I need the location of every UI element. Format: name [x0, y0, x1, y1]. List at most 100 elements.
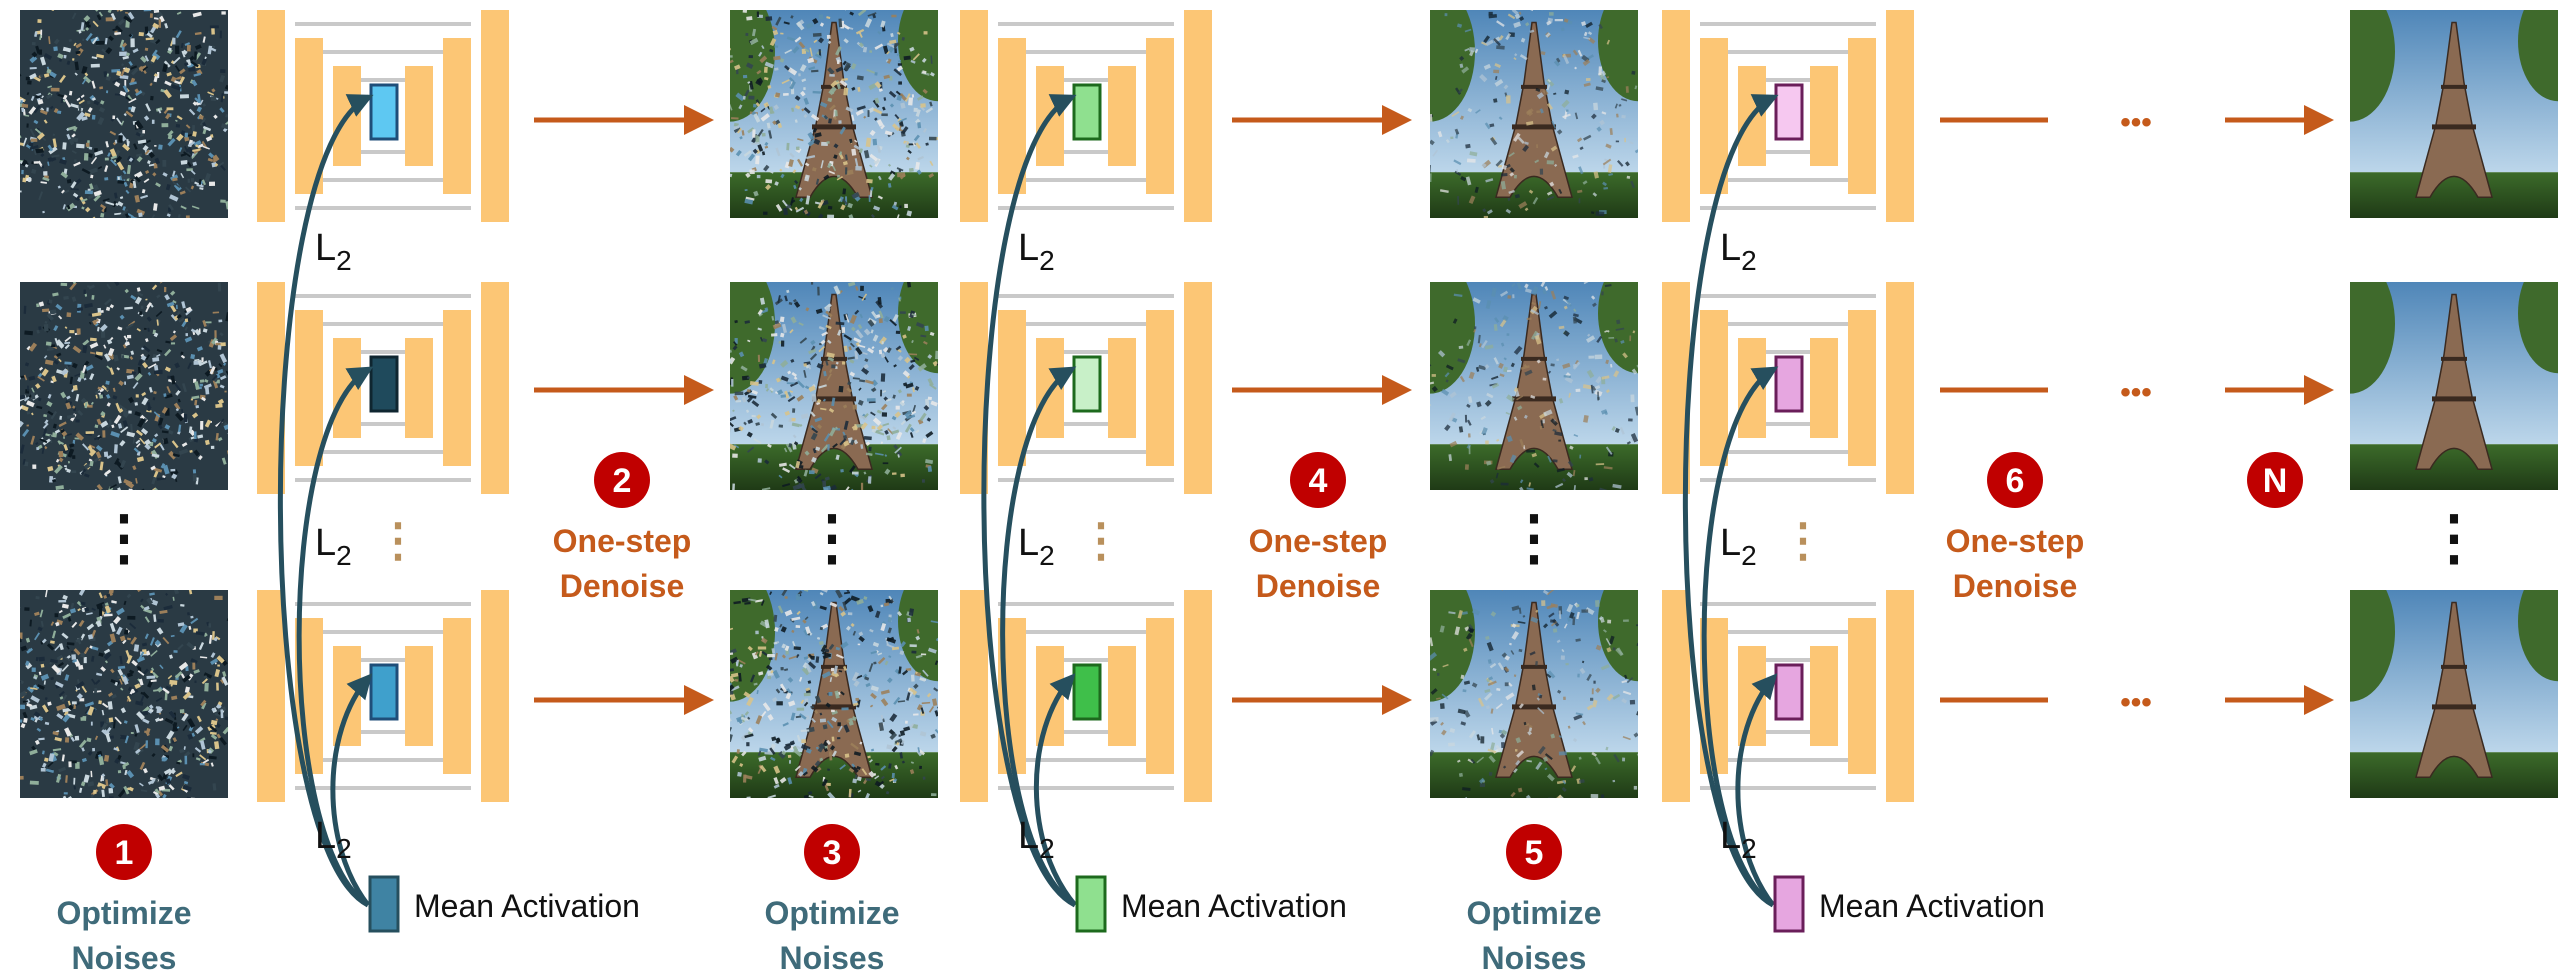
step-number: 3 — [823, 834, 842, 872]
unet-layer-block — [1848, 310, 1876, 466]
l2-label: L2 — [1720, 815, 1757, 864]
l2-loss-curve — [296, 366, 374, 908]
unet-layer-block — [1810, 338, 1838, 438]
eiffel-tower-icon — [2415, 601, 2493, 778]
ellipsis-horizontal: ••• — [2120, 376, 2152, 409]
image-clean-eiffel-bottom — [2350, 590, 2558, 798]
l2-loss-curve — [330, 673, 373, 907]
unet-layer-block — [1810, 66, 1838, 166]
eiffel-tower-icon — [795, 293, 873, 470]
activation-block — [1072, 355, 1102, 413]
unet-layer-block — [295, 310, 323, 466]
ellipsis-horizontal: ••• — [2120, 686, 2152, 719]
unet-layer-block — [443, 310, 471, 466]
mean-activation-label: Mean Activation — [1121, 888, 1347, 924]
step-label-line2: Denoise — [1256, 568, 1380, 604]
ellipsis-horizontal: ••• — [2120, 106, 2152, 139]
step-badge — [1506, 824, 1562, 880]
unet-3-middle — [1662, 282, 1914, 494]
step-number: 5 — [1525, 834, 1544, 872]
image-noisy-eiffel-1-top — [730, 10, 938, 218]
step-label-line2: Noises — [72, 940, 177, 971]
mean-activation-label: Mean Activation — [414, 888, 640, 924]
step-label-line2: Denoise — [1953, 568, 2077, 604]
step-label-line1: One-step — [553, 523, 692, 559]
unet-layer-block — [1886, 590, 1914, 802]
unet-layer-block — [257, 590, 285, 802]
unet-layer-block — [960, 10, 988, 222]
step-number: N — [2263, 462, 2288, 500]
image-noisy-eiffel-1-middle — [730, 282, 938, 490]
activation-block — [1072, 83, 1102, 141]
unet-layer-block — [960, 590, 988, 802]
unet-layer-block — [1146, 618, 1174, 774]
image-clean-eiffel-top — [2350, 10, 2558, 218]
unet-layer-block — [481, 282, 509, 494]
step-label-line1: Optimize — [56, 895, 191, 931]
unet-layer-block — [405, 338, 433, 438]
unet-2-top — [960, 10, 1212, 222]
image-pure-noise-middle — [20, 282, 228, 490]
unet-layer-block — [1108, 338, 1136, 438]
ellipsis-vertical: ⋮ — [2424, 504, 2484, 571]
l2-loss-curve — [1701, 366, 1779, 908]
unet-2-middle — [960, 282, 1212, 494]
ellipsis-vertical: ⋮ — [94, 504, 154, 571]
ellipsis-vertical-gold: ⋮ — [1078, 514, 1124, 566]
step-label-line1: One-step — [1946, 523, 2085, 559]
step-badge — [1290, 452, 1346, 508]
loss-curve-layer — [277, 94, 1779, 908]
mean-activation-label: Mean Activation — [1819, 888, 2045, 924]
unet-layer-block — [1662, 590, 1690, 802]
activation-block — [1774, 83, 1804, 141]
unet-1-top — [257, 10, 509, 222]
image-noisy-eiffel-2-middle — [1430, 282, 1638, 490]
unet-layer — [257, 10, 1914, 802]
unet-3-top — [1662, 10, 1914, 222]
step-badge — [1987, 452, 2043, 508]
step-label-line2: Denoise — [560, 568, 684, 604]
unet-layer-block — [405, 646, 433, 746]
unet-layer-block — [443, 618, 471, 774]
eiffel-tower-icon — [1495, 293, 1573, 470]
mean-activation-block — [368, 875, 400, 933]
ellipsis-vertical-gold: ⋮ — [1780, 514, 1826, 566]
image-noisy-eiffel-2-bottom — [1430, 590, 1638, 798]
l2-label: L2 — [315, 522, 352, 571]
step-number: 6 — [2006, 462, 2025, 500]
unet-1-bottom — [257, 590, 509, 802]
eiffel-tower-icon — [2415, 21, 2493, 198]
unet-layer-block — [1810, 646, 1838, 746]
activation-block — [369, 663, 399, 721]
image-noisy-eiffel-2-top — [1430, 10, 1638, 218]
step-label-line1: One-step — [1249, 523, 1388, 559]
ellipsis-vertical: ⋮ — [1504, 504, 1564, 571]
unet-layer-block — [1886, 10, 1914, 222]
ellipsis-vertical-gold: ⋮ — [375, 514, 421, 566]
unet-3-bottom — [1662, 590, 1914, 802]
eiffel-tower-icon — [1495, 21, 1573, 198]
image-noisy-eiffel-1-bottom — [730, 590, 938, 798]
step-badge — [594, 452, 650, 508]
image-layer — [20, 10, 2558, 798]
image-clean-eiffel-middle — [2350, 282, 2558, 490]
image-pure-noise-bottom — [20, 590, 228, 798]
unet-layer-block — [998, 38, 1026, 194]
step-number: 4 — [1309, 462, 1328, 500]
step-label-line1: Optimize — [764, 895, 899, 931]
eiffel-tower-icon — [795, 601, 873, 778]
activation-block — [369, 83, 399, 141]
step-number: 1 — [115, 834, 134, 872]
l2-label: L2 — [1720, 522, 1757, 571]
unet-layer-block — [1108, 66, 1136, 166]
ellipsis-vertical: ⋮ — [802, 504, 862, 571]
unet-layer-block — [1146, 310, 1174, 466]
unet-layer-block — [1886, 282, 1914, 494]
l2-label: L2 — [1018, 815, 1055, 864]
l2-loss-curve — [1000, 366, 1077, 908]
l2-label: L2 — [1720, 227, 1757, 276]
unet-layer-block — [1184, 10, 1212, 222]
unet-layer-block — [1700, 310, 1728, 466]
